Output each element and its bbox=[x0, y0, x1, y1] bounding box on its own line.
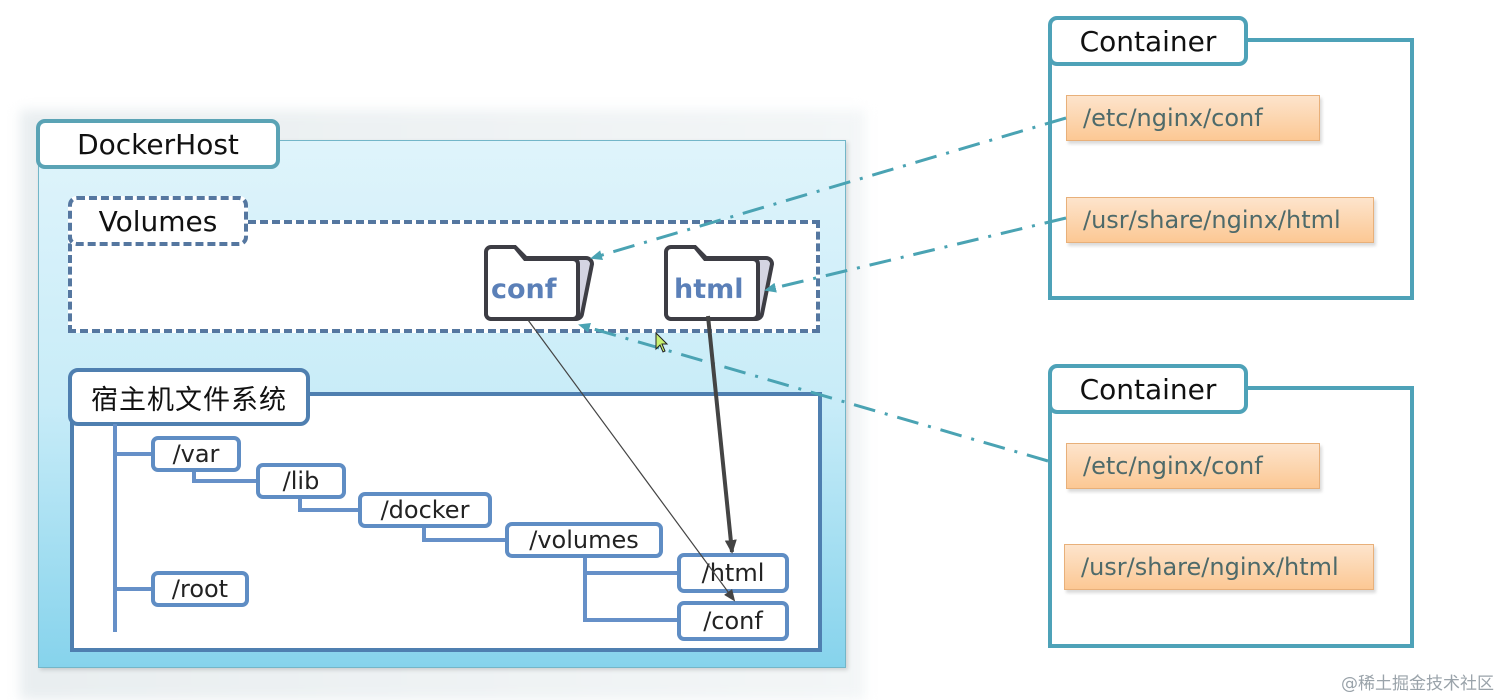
tree-branch-var bbox=[113, 452, 153, 456]
watermark: @稀土掘金技术社区 bbox=[1341, 674, 1494, 694]
container-2-label: Container bbox=[1048, 364, 1248, 414]
container-1-label: Container bbox=[1048, 16, 1248, 66]
host-filesystem-label: 宿主机文件系统 bbox=[68, 368, 310, 426]
container-1-path-conf: /etc/nginx/conf bbox=[1066, 95, 1320, 141]
node-docker: /docker bbox=[358, 492, 492, 528]
tree-branch-volumes-h bbox=[422, 538, 506, 542]
tree-branch-docker-v bbox=[298, 496, 302, 510]
container-2-path-conf: /etc/nginx/conf bbox=[1066, 443, 1320, 489]
tree-trunk-line bbox=[113, 424, 117, 632]
tree-branch-lib-v bbox=[192, 468, 196, 482]
dockerhost-label: DockerHost bbox=[36, 119, 280, 169]
node-conf: /conf bbox=[677, 601, 789, 641]
node-html: /html bbox=[677, 553, 789, 593]
node-root: /root bbox=[151, 571, 249, 607]
node-volumes: /volumes bbox=[505, 522, 663, 558]
tree-branch-conf-h bbox=[583, 618, 679, 622]
tree-branch-docker-h bbox=[298, 508, 360, 512]
node-var: /var bbox=[151, 436, 241, 472]
tree-branch-volumes-v bbox=[422, 526, 426, 540]
tree-branch-root bbox=[113, 587, 153, 591]
node-lib: /lib bbox=[256, 463, 346, 499]
tree-branch-sub-v bbox=[583, 556, 587, 622]
container-2-panel bbox=[1048, 386, 1414, 648]
container-2-path-html: /usr/share/nginx/html bbox=[1064, 544, 1374, 590]
container-1-panel bbox=[1048, 38, 1414, 300]
volumes-label: Volumes bbox=[68, 196, 248, 246]
tree-branch-lib-h bbox=[192, 479, 258, 483]
container-1-path-html: /usr/share/nginx/html bbox=[1066, 197, 1374, 243]
tree-branch-html-h bbox=[583, 571, 679, 575]
